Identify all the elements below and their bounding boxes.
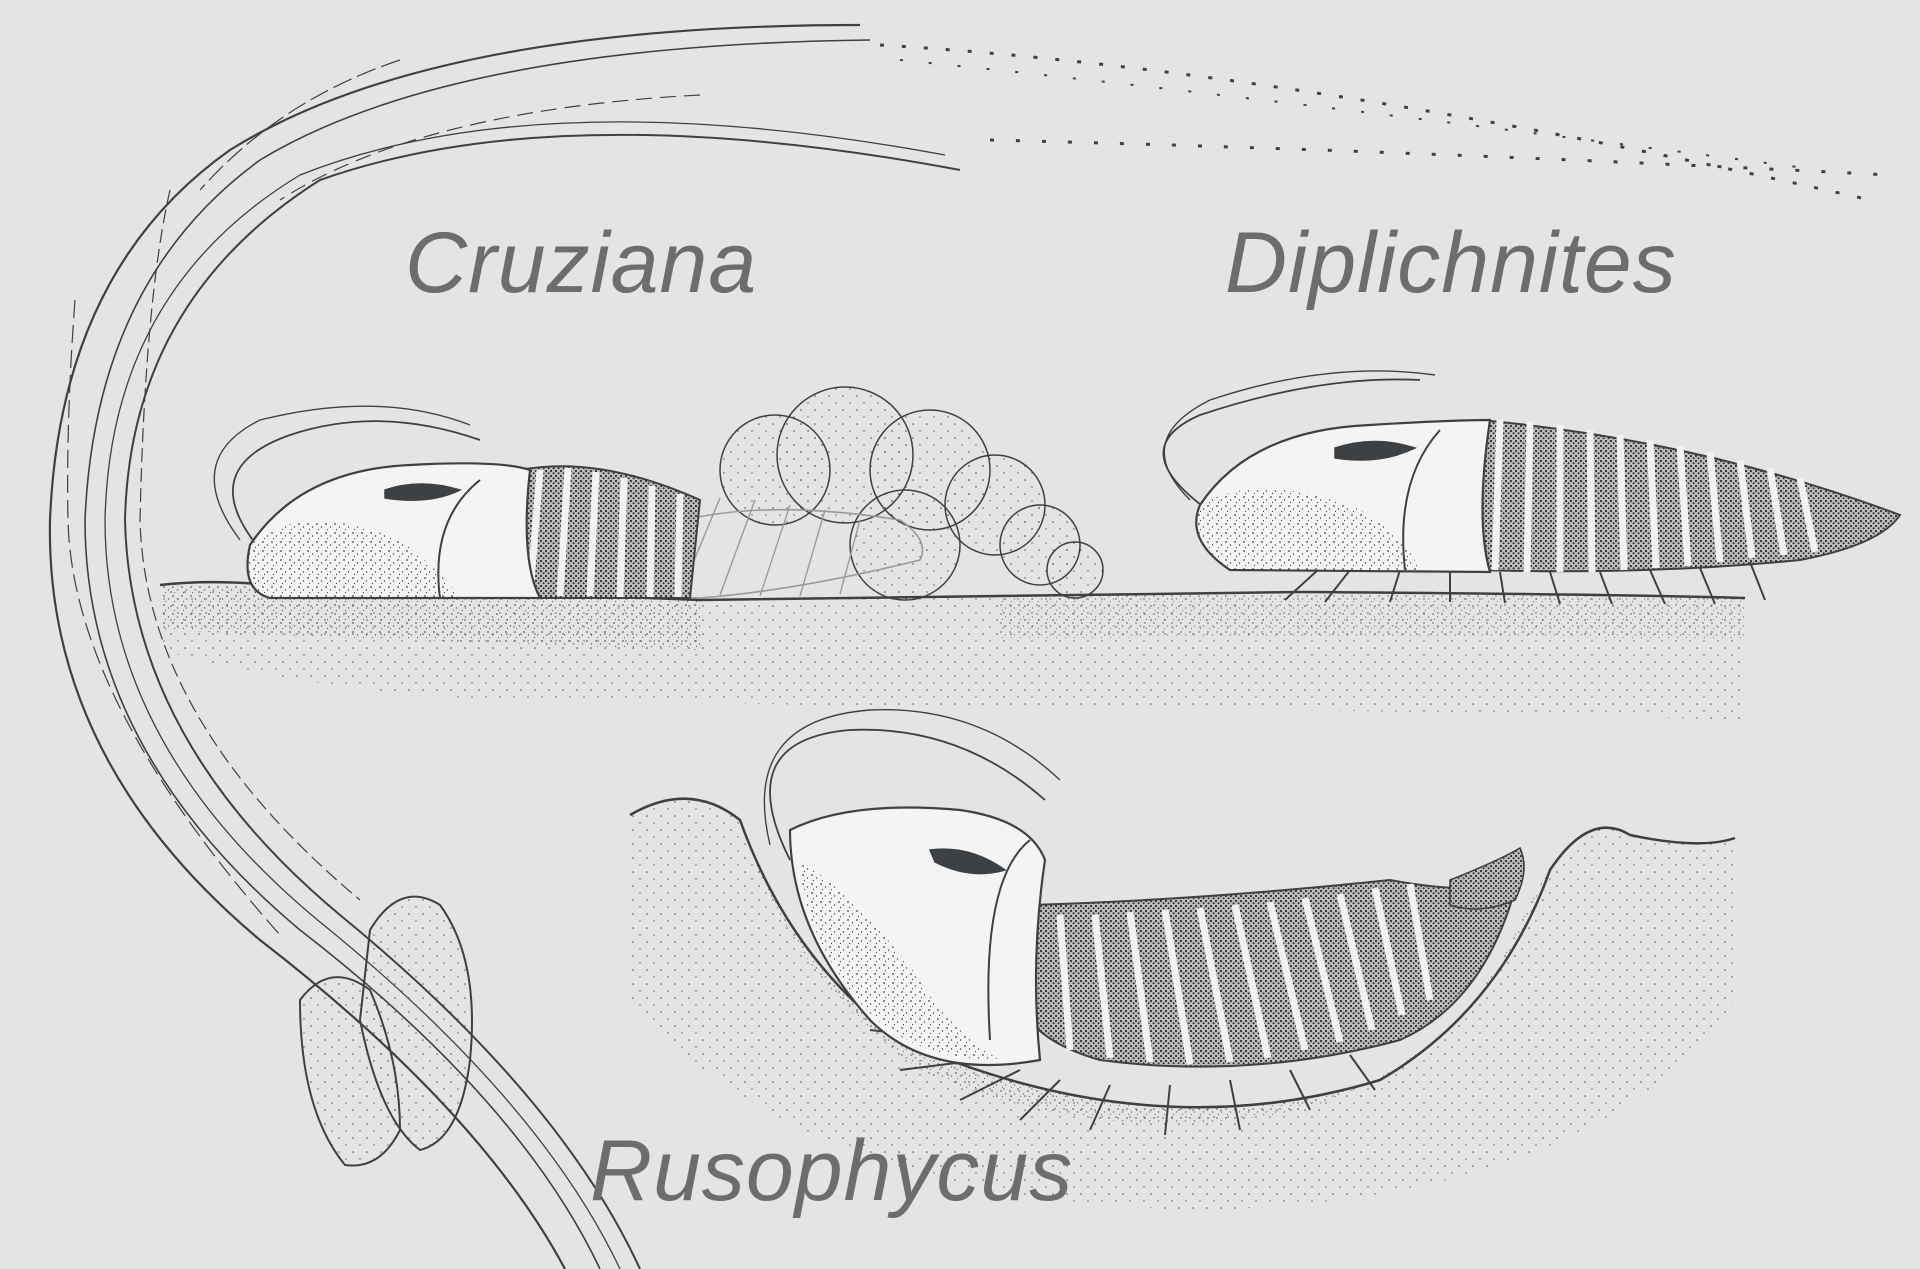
label-rusophycus: Rusophycus [590, 1123, 1074, 1219]
label-diplichnites: Diplichnites [1225, 215, 1677, 311]
sediment-cloud [719, 386, 1104, 601]
cruziana-trilobite [213, 386, 1104, 601]
rusophycus-burrow [629, 797, 1736, 1210]
rusophycus-trilobite [763, 708, 1525, 1136]
diplichnites-trilobite [1162, 370, 1902, 605]
label-cruziana: Cruziana [405, 215, 758, 311]
cruziana-trail [48, 23, 1891, 1269]
seafloor-sediment [159, 580, 1746, 720]
